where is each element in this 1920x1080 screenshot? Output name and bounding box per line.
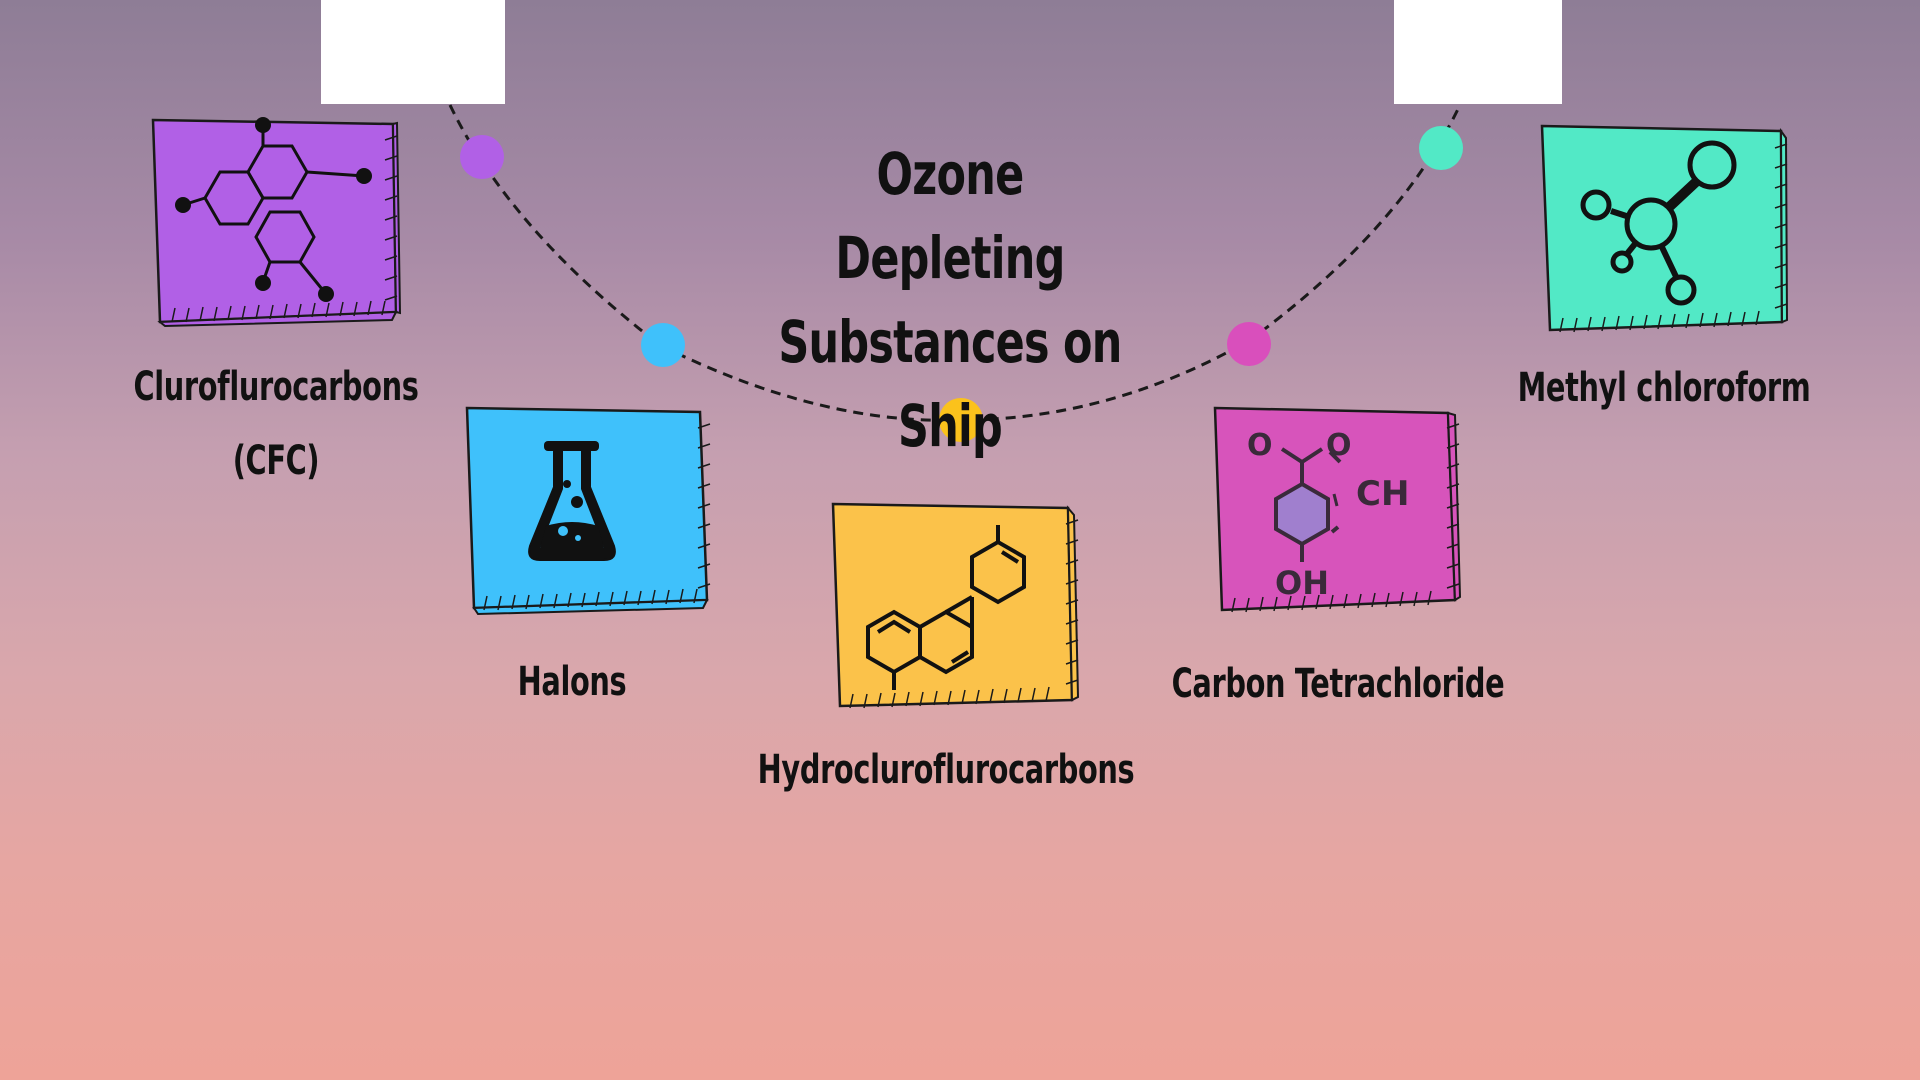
phenanthrene-molecule-icon — [866, 525, 1026, 690]
formula-oh: OH — [1275, 564, 1329, 602]
slide-title: Ozone Depleting Substances on Ship — [765, 132, 1135, 468]
label-hcfc: Hydrocluroflurocarbons — [730, 733, 1162, 807]
label-methyl-chloroform-line-1: Methyl chloroform — [1517, 365, 1811, 411]
ball-stick-molecule-icon — [1580, 140, 1737, 306]
cfc-atoms — [175, 117, 372, 302]
timeline-dot-carbon-tetrachloride — [1227, 322, 1271, 366]
flask-icon — [528, 441, 616, 561]
label-methyl-chloroform: Methyl chloroform — [1448, 351, 1880, 425]
label-hcfc-line-1: Hydrocluroflurocarbons — [757, 747, 1135, 793]
card-methyl-chloroform — [1540, 124, 1789, 333]
timeline-dot-halons — [641, 323, 685, 367]
formula-o-right: O — [1326, 428, 1352, 463]
white-rectangle-right — [1394, 0, 1562, 104]
formula-ch: CH — [1356, 474, 1409, 514]
title-line-2: Substances on Ship — [778, 308, 1122, 460]
label-halons-line-1: Halons — [517, 659, 627, 705]
white-rectangle-left — [321, 0, 505, 104]
label-halons: Halons — [428, 645, 716, 719]
label-cfc: Cluroflurocarbons (CFC) — [132, 350, 420, 498]
title-line-1: Ozone Depleting — [835, 140, 1065, 292]
benzoic-molecule-icon — [1274, 447, 1342, 562]
label-cfc-line-1: Cluroflurocarbons — [133, 364, 419, 410]
label-carbon-tetrachloride: Carbon Tetrachloride — [1122, 647, 1554, 721]
card-cfc — [151, 117, 402, 328]
label-cfc-line-2: (CFC) — [232, 438, 320, 484]
timeline-dot-cfc — [460, 135, 504, 179]
formula-o-left: O — [1247, 428, 1273, 463]
card-carbon-tetrachloride: O O CH OH — [1213, 406, 1462, 613]
card-halons — [465, 406, 711, 616]
card-hcfc — [831, 502, 1080, 709]
timeline-dot-hcfc — [939, 398, 983, 442]
timeline-dot-methyl-chloroform — [1419, 126, 1463, 170]
label-carbon-tetrachloride-line-1: Carbon Tetrachloride — [1171, 661, 1505, 707]
